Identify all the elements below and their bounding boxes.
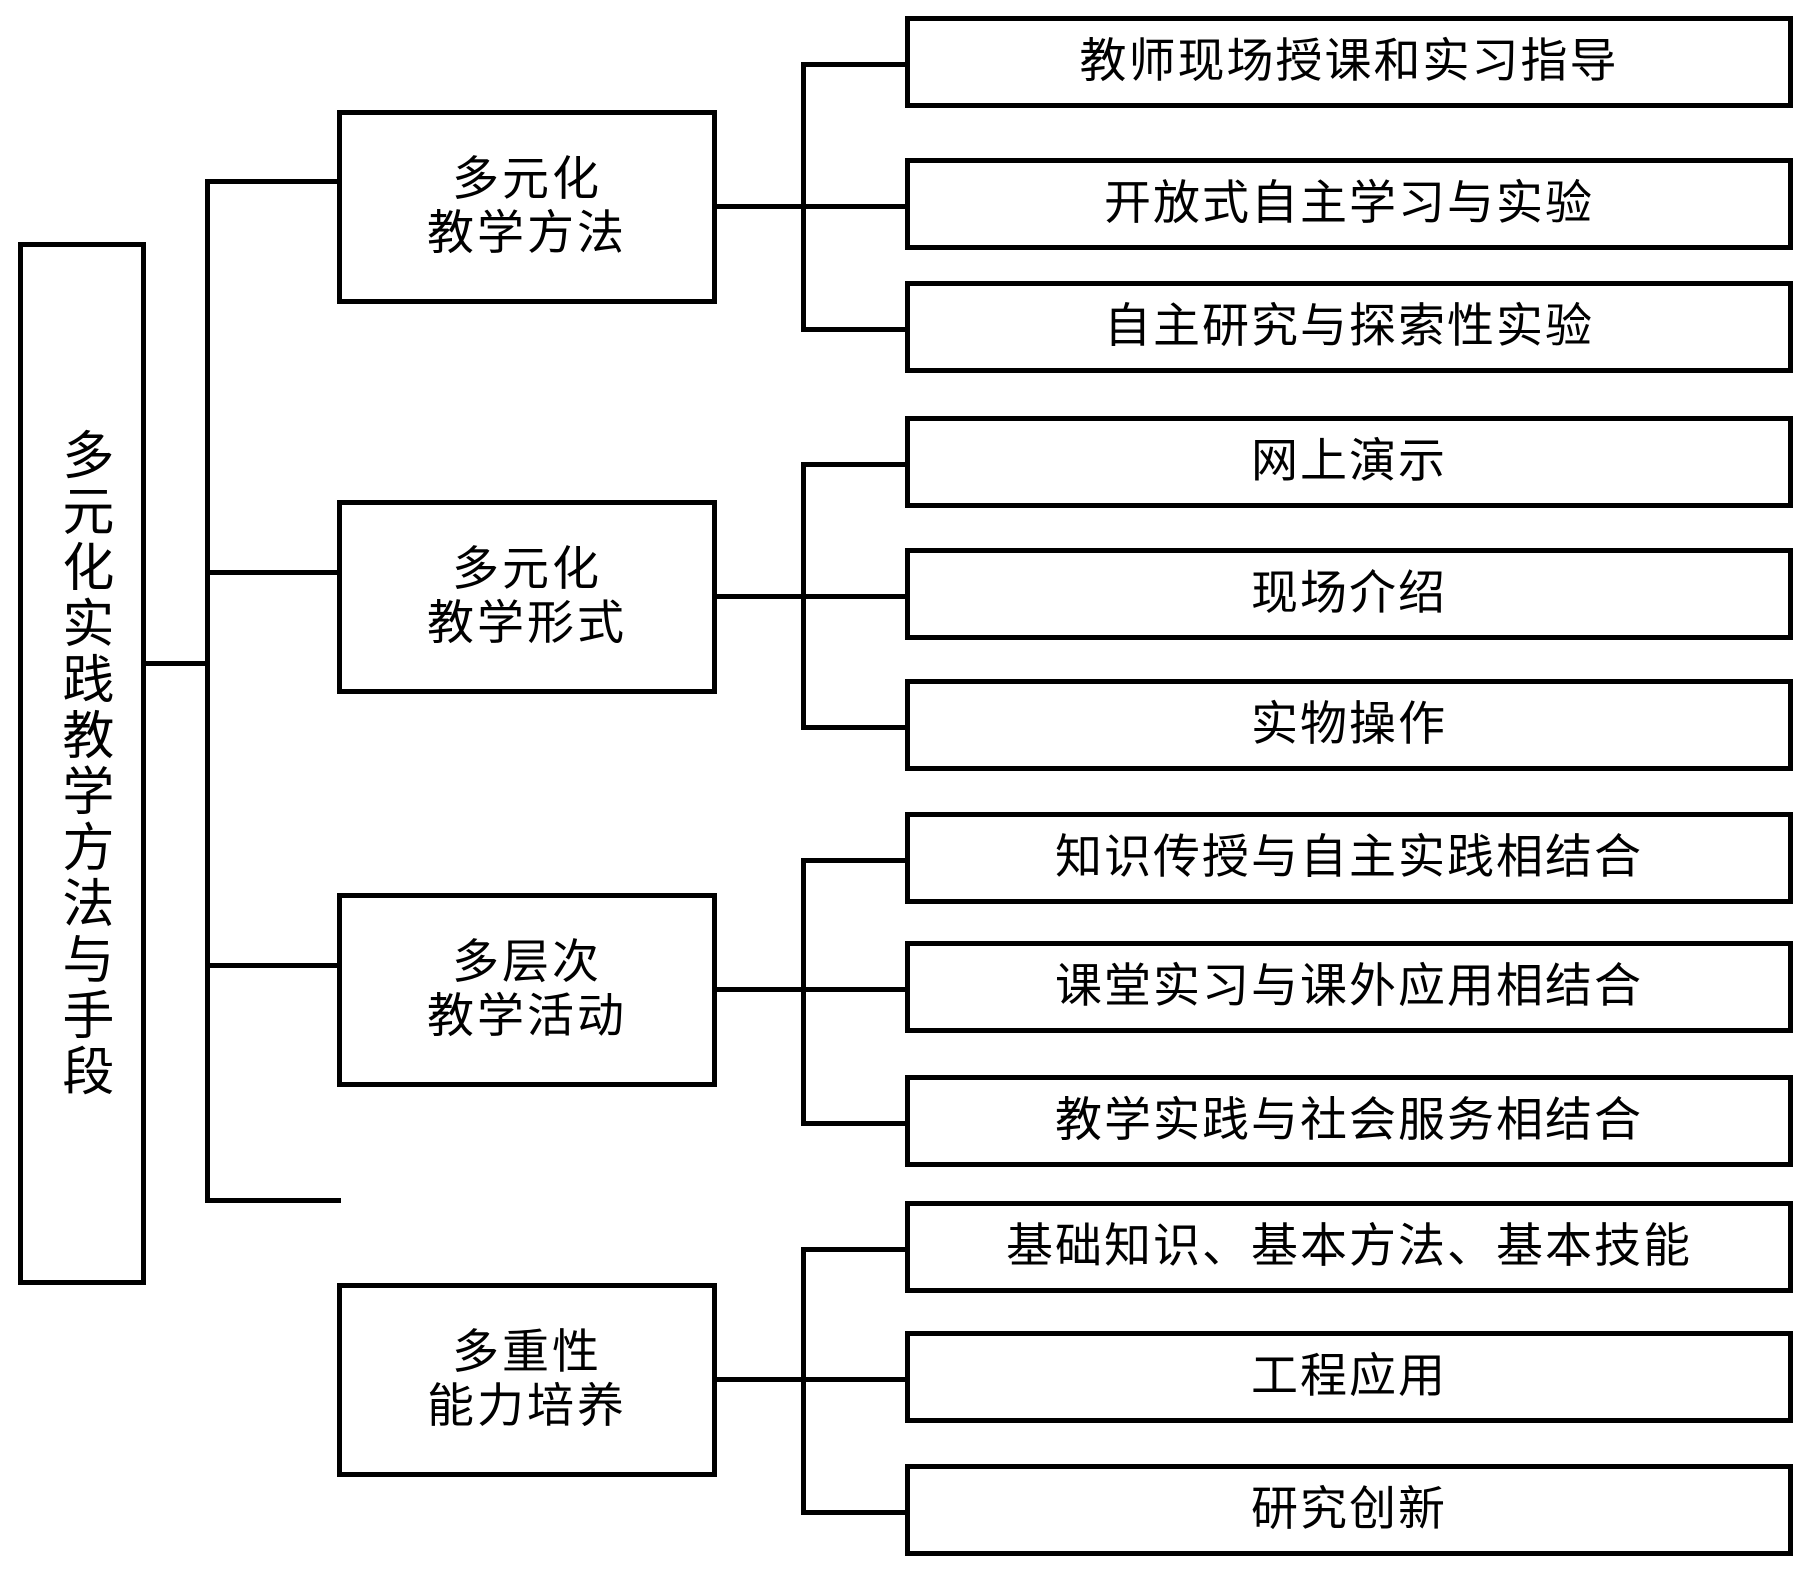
connector-root-to-branch-3	[205, 963, 341, 968]
connector-branch2-leaf-3	[801, 725, 909, 730]
leaf-node-2-3: 实物操作	[905, 679, 1793, 771]
connector-root-to-branch-2	[205, 570, 341, 575]
connector-branch4-leaf-1	[801, 1247, 909, 1252]
branch-3-stem-line	[716, 987, 806, 992]
leaf-node-4-1: 基础知识、基本方法、基本技能	[905, 1201, 1793, 1293]
leaf-node-2-1: 网上演示	[905, 416, 1793, 508]
branch-node-4: 多重性 能力培养	[337, 1283, 717, 1477]
root-node: 多元化实践教学方法与手段	[18, 242, 146, 1285]
connector-root-to-branch-4	[205, 1198, 341, 1203]
connector-branch1-leaf-1	[801, 62, 909, 67]
root-stem-line	[146, 661, 210, 666]
branch-node-2: 多元化 教学形式	[337, 500, 717, 694]
branch-node-4-line1: 多重性	[452, 1326, 602, 1379]
leaf-node-4-3: 研究创新	[905, 1464, 1793, 1556]
leaf-node-1-1: 教师现场授课和实习指导	[905, 16, 1793, 108]
branch-node-3: 多层次 教学活动	[337, 893, 717, 1087]
leaf-node-3-1: 知识传授与自主实践相结合	[905, 812, 1793, 904]
leaf-node-1-3: 自主研究与探索性实验	[905, 281, 1793, 373]
connector-branch3-leaf-2	[801, 987, 909, 992]
connector-root-to-branch-1	[205, 179, 341, 184]
connector-branch2-leaf-2	[801, 594, 909, 599]
connector-branch4-leaf-2	[801, 1377, 909, 1382]
leaf-node-3-3: 教学实践与社会服务相结合	[905, 1075, 1793, 1167]
connector-branch3-leaf-1	[801, 858, 909, 863]
branch-node-2-line1: 多元化	[452, 543, 602, 596]
connector-branch3-leaf-3	[801, 1121, 909, 1126]
branch-node-1-line2: 教学方法	[427, 208, 627, 260]
leaf-node-2-2: 现场介绍	[905, 548, 1793, 640]
branch-2-stem-line	[716, 594, 806, 599]
leaf-node-3-2: 课堂实习与课外应用相结合	[905, 941, 1793, 1033]
branch-1-subspine-line	[801, 62, 806, 332]
branch-3-subspine-line	[801, 858, 806, 1126]
branch-4-stem-line	[716, 1377, 806, 1382]
connector-branch1-leaf-3	[801, 327, 909, 332]
branch-node-1: 多元化 教学方法	[337, 110, 717, 304]
leaf-node-1-2: 开放式自主学习与实验	[905, 158, 1793, 250]
branch-node-4-line2: 能力培养	[427, 1381, 627, 1433]
branch-node-2-line2: 教学形式	[427, 598, 627, 650]
branch-node-3-line1: 多层次	[452, 936, 602, 989]
leaf-node-4-2: 工程应用	[905, 1331, 1793, 1423]
branch-node-1-line1: 多元化	[452, 153, 602, 206]
connector-branch2-leaf-1	[801, 462, 909, 467]
level2-spine-line	[205, 179, 210, 1203]
branch-node-3-line2: 教学活动	[427, 991, 627, 1043]
connector-branch4-leaf-3	[801, 1510, 909, 1515]
connector-branch1-leaf-2	[801, 204, 909, 209]
branch-1-stem-line	[716, 204, 806, 209]
